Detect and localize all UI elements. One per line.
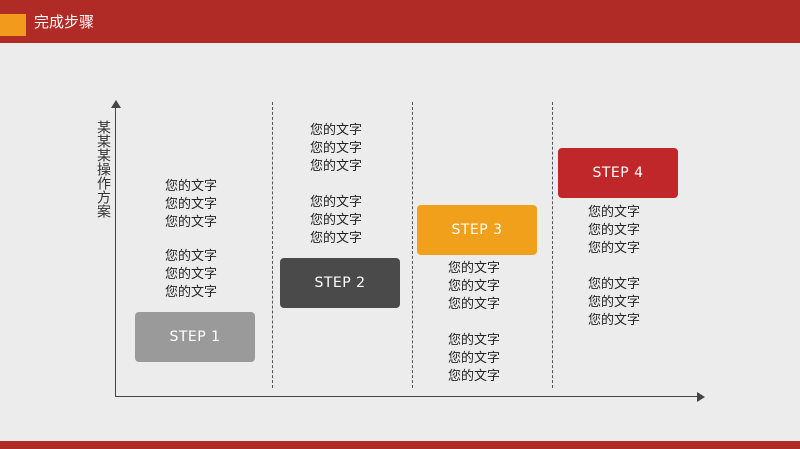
step-3-text-block-a: 您的文字 您的文字 您的文字 [448, 260, 528, 314]
text-line: 您的文字 [165, 179, 218, 194]
step-1-text-block-a: 您的文字 您的文字 您的文字 [165, 178, 245, 232]
step-3-text-block-b: 您的文字 您的文字 您的文字 [448, 332, 528, 386]
text-line: 您的文字 [588, 277, 641, 292]
x-axis-arrow [697, 392, 705, 402]
text-line: 您的文字 [310, 159, 363, 174]
text-line: 您的文字 [588, 313, 641, 328]
text-line: 您的文字 [448, 351, 501, 366]
step-4-box: STEP 4 [558, 148, 678, 198]
text-line: 您的文字 [588, 223, 641, 238]
text-line: 您的文字 [165, 215, 218, 230]
text-line: 您的文字 [588, 295, 641, 310]
step-2-text-block-a: 您的文字 您的文字 您的文字 [310, 122, 390, 176]
page-title: 完成步骤 [34, 13, 95, 31]
footer-bar [0, 441, 800, 449]
column-divider-1 [272, 102, 273, 388]
text-line: 您的文字 [310, 231, 363, 246]
text-line: 您的文字 [165, 249, 218, 264]
header-bar: 完成步骤 [0, 0, 800, 43]
x-axis-line [115, 396, 698, 397]
step-1-box: STEP 1 [135, 312, 255, 362]
text-line: 您的文字 [448, 369, 501, 384]
text-line: 您的文字 [448, 333, 501, 348]
step-1-text-block-b: 您的文字 您的文字 您的文字 [165, 248, 245, 302]
text-line: 您的文字 [310, 213, 363, 228]
text-line: 您的文字 [448, 297, 501, 312]
text-line: 您的文字 [448, 261, 501, 276]
y-axis-line [115, 106, 116, 396]
text-line: 您的文字 [310, 123, 363, 138]
text-line: 您的文字 [165, 285, 218, 300]
y-axis-label: 某某某操作方案 [95, 120, 111, 218]
text-line: 您的文字 [588, 205, 641, 220]
text-line: 您的文字 [588, 241, 641, 256]
step-3-box: STEP 3 [417, 205, 537, 255]
text-line: 您的文字 [165, 267, 218, 282]
step-2-text-block-b: 您的文字 您的文字 您的文字 [310, 194, 390, 248]
y-axis-arrow [111, 100, 121, 108]
step-2-box: STEP 2 [280, 258, 400, 308]
text-line: 您的文字 [448, 279, 501, 294]
header-accent [0, 14, 26, 36]
step-4-text-block-a: 您的文字 您的文字 您的文字 [588, 204, 668, 258]
step-4-text-block-b: 您的文字 您的文字 您的文字 [588, 276, 668, 330]
text-line: 您的文字 [165, 197, 218, 212]
column-divider-2 [412, 102, 413, 388]
text-line: 您的文字 [310, 195, 363, 210]
text-line: 您的文字 [310, 141, 363, 156]
column-divider-3 [552, 102, 553, 388]
